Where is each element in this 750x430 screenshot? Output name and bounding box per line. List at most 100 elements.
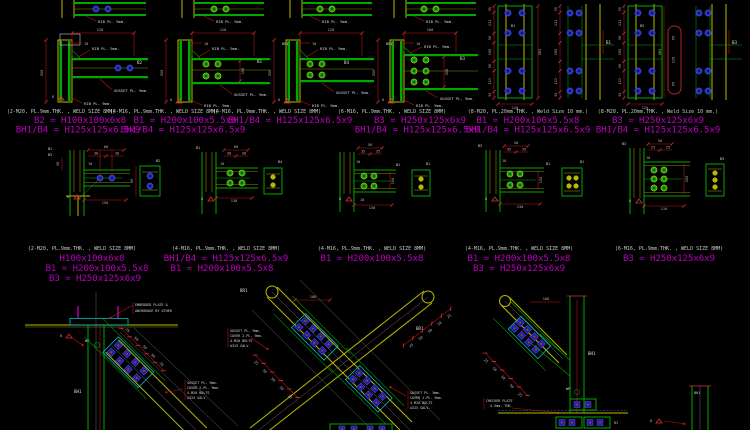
- checker-plate-note: 4.5mm. THK.: [490, 404, 512, 408]
- dim-chain: 50: [437, 321, 443, 327]
- member-size-line: BH1/B4 = H125x125x6.5x9: [121, 126, 246, 136]
- panel-caption: (2-M20, PL.9mm.THK. , WELD SIZE 8MM): [28, 246, 136, 252]
- gusset-note: COVER 2-PL. 9mm.: [230, 334, 263, 338]
- weld-size: 8: [650, 419, 652, 423]
- row1-partial-detail-3: RIB PL. 9mm.: [289, 0, 372, 24]
- row1-panel-2-beam-column-detail: 120 10 250 150 B1 RIB PL. 9mm. GUSSET PL…: [110, 28, 270, 136]
- member-mark: B3: [640, 24, 644, 28]
- member-mark: B3: [460, 56, 466, 61]
- dim-chain: 50: [427, 328, 433, 334]
- member-size-line: B3 = H250x125x6x9: [612, 116, 704, 126]
- weld-size: 8: [52, 95, 54, 99]
- dim-chain: 50: [618, 36, 622, 40]
- dim-chain: 50: [488, 64, 492, 68]
- dim-150: 150: [391, 178, 395, 185]
- dim-100: 100: [310, 295, 317, 299]
- dim-125: 125: [642, 106, 649, 110]
- dim-120: 120: [328, 28, 335, 32]
- rib-plate-note: RIB PL. 9mm.: [98, 19, 125, 24]
- weld-size: 8: [382, 98, 384, 102]
- gusset-note: COVER 2-PL. 9mm.: [410, 396, 443, 400]
- dim-chain: 100: [618, 49, 622, 56]
- member-size-line: B1 = H200x100x5.5x8: [134, 116, 237, 126]
- beam-mark: B2: [156, 159, 160, 163]
- embedded-plate-note: EMBEDDED PLATE &: [135, 303, 169, 307]
- dim-10: 10: [356, 160, 360, 164]
- dim-chain: 25: [446, 313, 452, 319]
- brace-dim-chain: 25 50 50 50 25: [252, 352, 301, 401]
- dim-60-end: 60: [130, 179, 134, 183]
- dim-10: 10: [502, 159, 506, 163]
- dim-10: 10: [646, 156, 650, 160]
- rib-plate-note: RIB PL. 9mm.: [320, 46, 347, 51]
- dim-30: 30: [115, 152, 119, 156]
- dim-chain: 50: [262, 368, 268, 374]
- dim-150: 150: [241, 68, 245, 75]
- dim-120: 120: [97, 28, 104, 32]
- workpoint-label: WP: [85, 338, 90, 343]
- dim-10: 10: [204, 42, 208, 46]
- beam-mark: B3: [622, 142, 626, 146]
- beam-mark: B3: [48, 153, 52, 157]
- dim-chain: 50: [500, 375, 506, 381]
- dim-150: 150: [102, 201, 109, 205]
- column-mark: BH1: [588, 351, 596, 356]
- dim-200: 200: [685, 176, 689, 183]
- rib-plate-note: RIB PL. 9mm.: [426, 19, 453, 24]
- member-size-line: B3 = H250x125x6x9: [374, 116, 466, 126]
- gusset-plate-note: GUSSET PL. 9mm.: [336, 90, 370, 95]
- dim-10: 10: [416, 42, 420, 46]
- dim-chain: 25: [159, 361, 165, 367]
- gusset-note: A325 GALV.: [410, 406, 430, 410]
- dim-chain: 111: [618, 78, 622, 85]
- rib-plate-note: RIB PL. 9mm.: [212, 46, 239, 51]
- dim-chain: 50: [492, 366, 498, 372]
- dim-120: 120: [512, 106, 519, 110]
- dim-chain: 35: [554, 93, 558, 97]
- rib-plate-note: RIB PL. 9mm.: [416, 103, 443, 108]
- row1-partial-detail-2: RIB PL. 9mm.: [181, 0, 264, 24]
- gusset-note: GUSSET PL. 9mm.: [187, 381, 218, 385]
- column-mark: BH1: [282, 42, 288, 46]
- dim-chain: 35: [488, 7, 492, 11]
- dim-50: 50: [514, 141, 518, 145]
- dim-chain: 50: [278, 385, 284, 391]
- dim-30: 30: [94, 152, 98, 156]
- dim-chain: 111: [488, 78, 492, 85]
- dim-chain: 111: [618, 20, 622, 27]
- dim-120: 120: [220, 28, 227, 32]
- gusset-note: GUSSET PL. 9mm.: [230, 329, 261, 333]
- member-mark: B1: [606, 40, 612, 45]
- dim-chain: 35: [618, 7, 622, 11]
- weld-size: 8: [170, 98, 172, 102]
- dim-60: 60: [234, 145, 238, 149]
- dim-chain: 50: [488, 36, 492, 40]
- dim-250: 250: [40, 70, 44, 77]
- row1-panel-1-beam-column-detail: 120 10 250 B2 RIB PL. 9mm. GUSSET PL. 9m…: [7, 28, 148, 136]
- member-size-line: B3 = H250x125x6x9: [623, 254, 715, 264]
- dim-130: 130: [517, 205, 524, 209]
- dim-25: 25: [666, 146, 670, 150]
- brace-dim-chain: 25 50 50 50 25: [482, 350, 531, 399]
- dim-250: 250: [372, 70, 376, 77]
- member-mark: B1: [257, 59, 263, 64]
- member-mark: B2: [137, 60, 143, 65]
- member-mark: B1: [511, 24, 515, 28]
- dim-chain: 50: [142, 344, 148, 350]
- dim-mid: 65: [672, 36, 676, 40]
- xbrace-gusset-group-upper: [273, 295, 351, 373]
- panel-caption: (4-M16, PL.9mm.THK. , WELD SIZE 8MM): [213, 109, 321, 115]
- brace-gusset-group: [493, 301, 563, 371]
- dim-chain: 25: [287, 394, 293, 400]
- beam-mark: B1: [396, 163, 400, 167]
- dim-35: 35: [522, 148, 526, 152]
- dim-60: 60: [104, 145, 108, 149]
- rib-plate-note: RIB PL. 9mm.: [312, 103, 339, 108]
- dim-250: 250: [160, 70, 164, 77]
- member-size-line: B3 = H250x125x6x9: [49, 274, 141, 284]
- dim-10: 10: [360, 198, 364, 202]
- beam-mark: B1: [48, 147, 52, 151]
- panel-caption: (4-M16, PL.9mm.THK. , WELD SIZE 8MM): [465, 246, 573, 252]
